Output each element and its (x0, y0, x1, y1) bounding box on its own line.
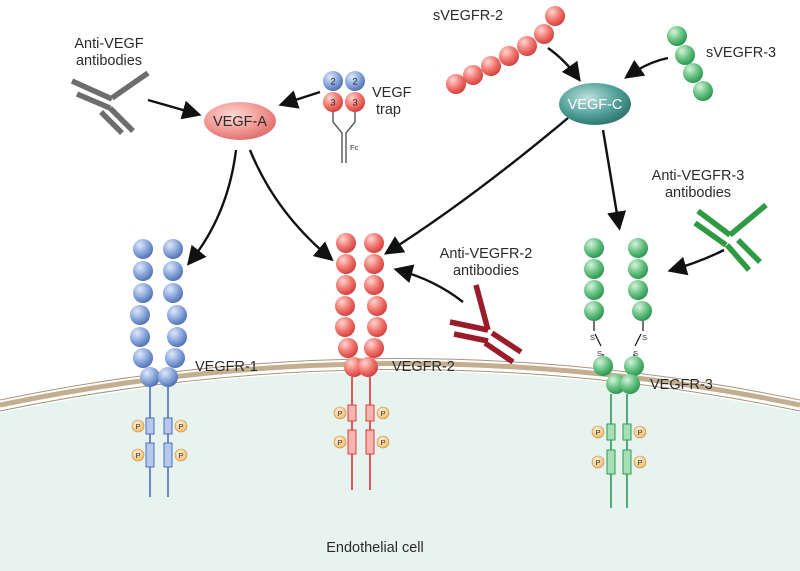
endothelial-cell: Endothelial cell (0, 358, 800, 571)
vegfr3-label: VEGFR-3 (650, 377, 713, 393)
arrow-anti-vegf-to-vegf-a (147, 98, 202, 120)
vegfr1-receptor: VEGFR-1 (130, 239, 258, 497)
anti-vegfr3-label-line2: antibodies (665, 185, 731, 201)
trap-domain-2-right: 2 (352, 77, 357, 87)
trap-domain-2-left: 2 (330, 77, 335, 87)
antibody-y-icon (70, 70, 150, 135)
arrow-svegfr2-to-vegf-c (547, 47, 581, 82)
phospho-label: P (637, 458, 642, 467)
anti-vegf-antibody: Anti-VEGF antibodies (70, 36, 150, 135)
phospho-label: P (595, 428, 600, 437)
vegfr3-disulfide-linkers (593, 321, 644, 356)
cell-membrane (0, 361, 800, 408)
trap-domain-3-right: 3 (352, 98, 357, 108)
disulfide-s-4: S (633, 349, 638, 358)
phospho-label: P (135, 451, 140, 460)
phospho-site-icon (591, 425, 605, 439)
cell-cytoplasm (0, 371, 800, 571)
phospho-site-icon (174, 448, 188, 462)
vegfr2-ig-domains (335, 233, 387, 377)
anti-vegf-label-line2: antibodies (76, 53, 142, 69)
phospho-site-icon (376, 406, 390, 420)
trap-fc-label: Fc (350, 143, 359, 152)
antibody-y-icon (449, 284, 523, 365)
vegfr3-receptor: S S S S VEGFR-3 (584, 238, 713, 508)
phosphorylation-sites: P P P P P P P P P P P P (131, 406, 647, 469)
anti-vegfr2-label-line1: Anti-VEGFR-2 (440, 246, 533, 262)
phospho-label: P (380, 438, 385, 447)
phospho-site-icon (333, 435, 347, 449)
disulfide-s-1: S (590, 333, 595, 342)
vegfr1-label: VEGFR-1 (195, 359, 258, 375)
anti-vegf-label-line1: Anti-VEGF (74, 36, 143, 52)
disulfide-s-3: S (642, 333, 647, 342)
arrow-trap-to-vegf-a (278, 90, 321, 109)
vegfr1-tm-stalks (149, 387, 169, 497)
vegfr1-kinase-boxes (145, 417, 173, 468)
arrow-vegf-a-to-vegfr2 (248, 149, 334, 262)
svegfr2: sVEGFR-2 (433, 6, 565, 94)
vegf-trap-label-line1: VEGF (372, 85, 412, 101)
phospho-site-icon (591, 455, 605, 469)
vegfr2-receptor: VEGFR-2 (335, 233, 455, 490)
trap-fc-stem (332, 112, 356, 163)
phospho-site-icon (376, 435, 390, 449)
arrow-svegfr3-to-vegf-c (624, 56, 669, 79)
phospho-site-icon (131, 419, 145, 433)
arrow-vegf-c-to-vegfr3 (601, 129, 627, 231)
phospho-label: P (380, 409, 385, 418)
arrow-anti-vegfr3-to-vegfr3 (667, 248, 725, 276)
phospho-label: P (135, 422, 140, 431)
phospho-label: P (337, 409, 342, 418)
phospho-label: P (178, 451, 183, 460)
arrow-vegf-c-to-vegfr2 (383, 117, 569, 255)
phospho-label: P (178, 422, 183, 431)
cell-label: Endothelial cell (326, 540, 424, 556)
svegfr3-label: sVEGFR-3 (706, 45, 776, 61)
vegfr2-kinase-boxes (347, 404, 375, 455)
phospho-label: P (595, 458, 600, 467)
vegf-c: VEGF-C (559, 83, 631, 125)
interaction-arrows (147, 47, 725, 303)
phospho-site-icon (174, 419, 188, 433)
arrow-anti-vegfr2-to-vegfr2 (393, 264, 464, 303)
anti-vegfr2-antibody: Anti-VEGFR-2 antibodies (440, 246, 533, 365)
disulfide-s-2: S (597, 349, 602, 358)
phospho-label: P (637, 428, 642, 437)
vegf-a: VEGF-A (204, 102, 276, 140)
svegfr3: sVEGFR-3 (667, 26, 776, 101)
trap-domain-3-left: 3 (330, 98, 335, 108)
phospho-site-icon (633, 425, 647, 439)
vegf-trap-label-line2: trap (376, 102, 401, 118)
vegfr3-kinase-boxes (606, 423, 632, 475)
anti-vegfr3-label-line1: Anti-VEGFR-3 (652, 168, 745, 184)
anti-vegfr2-label-line2: antibodies (453, 263, 519, 279)
vegf-a-label: VEGF-A (213, 114, 267, 130)
vegfr3-ig-domains (584, 238, 652, 394)
svegfr2-label: sVEGFR-2 (433, 8, 503, 24)
phospho-label: P (337, 438, 342, 447)
vegfr1-ig-domains (130, 239, 187, 387)
antibody-y-icon (693, 202, 768, 272)
arrow-vegf-a-to-vegfr1 (186, 149, 238, 266)
anti-vegfr3-antibody: Anti-VEGFR-3 antibodies (652, 168, 768, 272)
phospho-site-icon (131, 448, 145, 462)
phospho-site-icon (333, 406, 347, 420)
phospho-site-icon (633, 455, 647, 469)
vegfr2-label: VEGFR-2 (392, 359, 455, 375)
vegf-trap: 2 2 3 3 Fc VEGF trap (323, 71, 412, 163)
vegf-c-label: VEGF-C (568, 97, 623, 113)
